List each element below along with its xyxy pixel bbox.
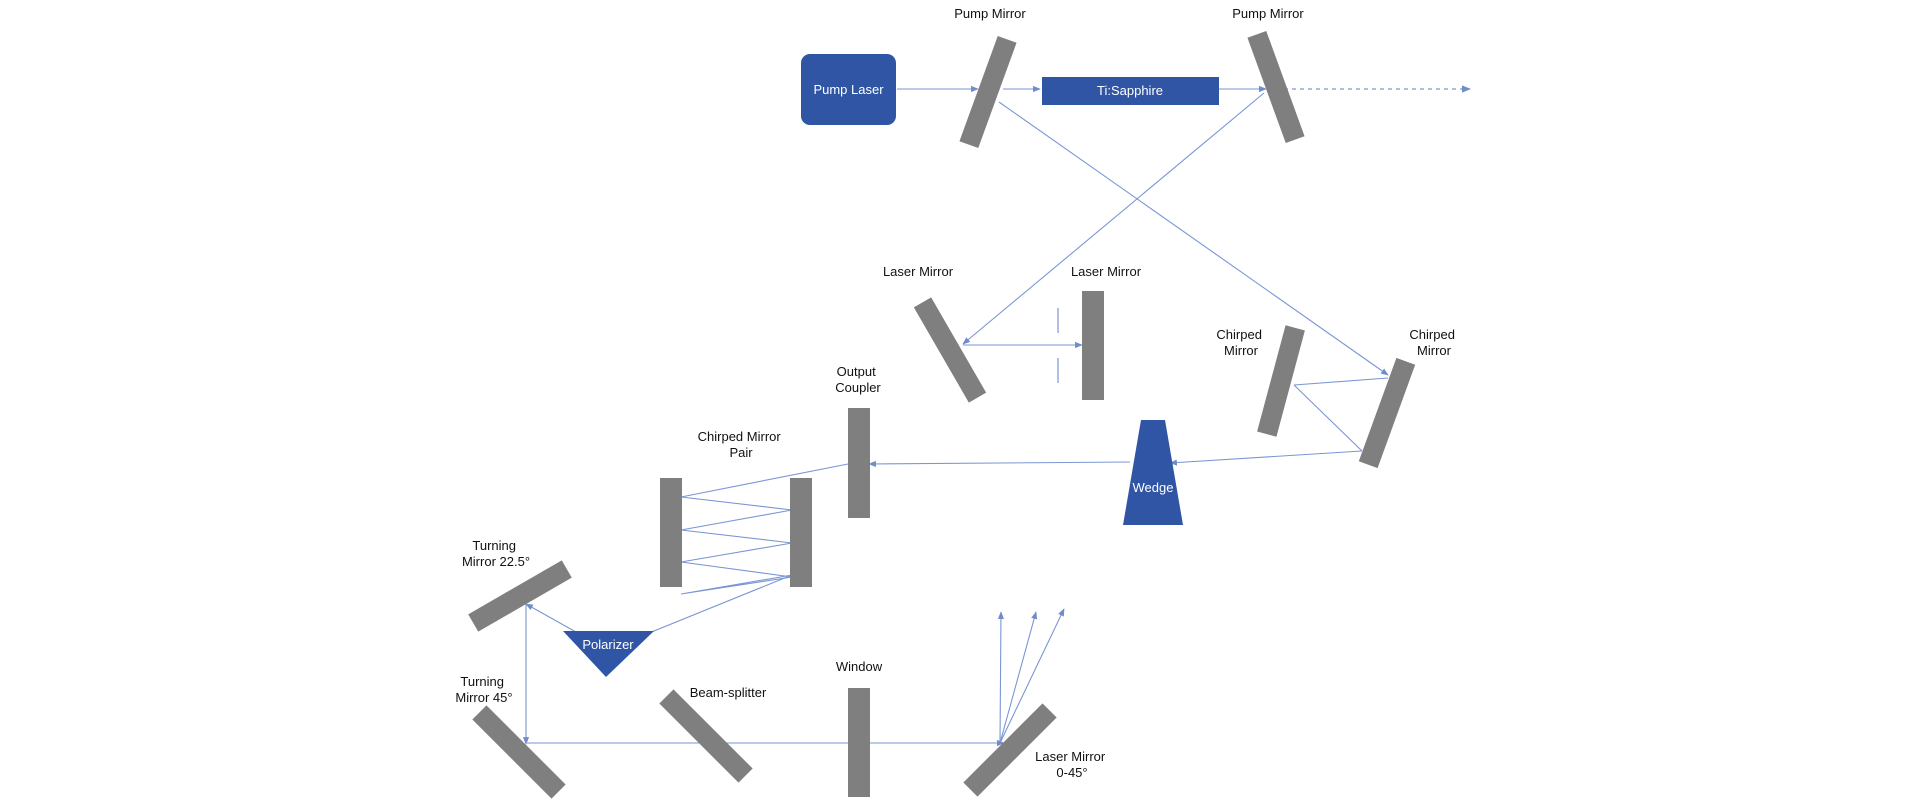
label-pump-mirror-1: Pump Mirror (954, 6, 1026, 21)
laser-mirror-0-45 (963, 703, 1057, 797)
beam-chirped-a (1293, 377, 1389, 386)
beam-splitter-mirror (659, 689, 753, 783)
chirped-mirror-right (1358, 357, 1416, 469)
beam-cross-to-chirped (998, 101, 1389, 376)
beam-paths (522, 85, 1471, 747)
turning-mirror-45 (472, 705, 566, 799)
polarizer-label: Polarizer (582, 637, 634, 652)
pump-laser-label: Pump Laser (813, 82, 884, 97)
beam-fan-2 (999, 611, 1038, 744)
mirrors (468, 30, 1416, 799)
beam-wedge-to-coupler (868, 460, 1131, 468)
label-laser-mirror-1: Laser Mirror (883, 264, 954, 279)
beam-pair-zigzag (680, 496, 793, 595)
components: Pump Laser Ti:Sapphire Wedge Polarizer (563, 54, 1219, 677)
label-turning-mirror-45: Turning Mirror 45° (455, 674, 512, 705)
pump-laser-box (801, 54, 896, 125)
label-window: Window (836, 659, 883, 674)
wedge-label: Wedge (1133, 480, 1174, 495)
beam-cross-to-laser-mirror (962, 92, 1265, 345)
label-laser-mirror-0-45: Laser Mirror 0-45° (1035, 749, 1109, 780)
pump-mirror-1 (959, 35, 1017, 149)
label-pump-mirror-2: Pump Mirror (1232, 6, 1304, 21)
pump-mirror-2 (1247, 30, 1305, 144)
polarizer-prism (563, 631, 654, 677)
labels: Pump Mirror Pump Mirror Laser Mirror Las… (455, 6, 1458, 780)
laser-mirror-1 (913, 297, 987, 403)
label-chirped-mirror-left: Chirped Mirror (1216, 327, 1265, 358)
label-output-coupler: Output Coupler (835, 364, 881, 395)
ti-sapphire-label: Ti:Sapphire (1097, 83, 1163, 98)
label-turning-mirror-22-5: Turning Mirror 22.5° (462, 538, 530, 569)
chirped-pair-right (790, 478, 812, 587)
label-chirped-mirror-right: Chirped Mirror (1409, 327, 1458, 358)
beam-fan-3 (999, 608, 1065, 744)
window-plate (848, 688, 870, 797)
beam-chirped-to-wedge (1169, 450, 1363, 466)
beam-coupler-to-pair (680, 463, 849, 498)
chirped-pair-left (660, 478, 682, 587)
laser-mirror-2-end (1082, 291, 1104, 400)
beam-fan-1 (997, 611, 1005, 744)
output-coupler-mirror (848, 408, 870, 518)
label-beam-splitter: Beam-splitter (690, 685, 767, 700)
ti-sapphire-crystal (1042, 77, 1219, 105)
label-laser-mirror-2: Laser Mirror (1071, 264, 1142, 279)
chirped-mirror-left (1257, 325, 1305, 437)
beam-chirped-b (1293, 384, 1363, 452)
label-chirped-mirror-pair: Chirped Mirror Pair (698, 429, 785, 460)
wedge-prism (1123, 420, 1183, 525)
beam-polarizer-to-turning (525, 603, 577, 633)
turning-mirror-22-5 (468, 560, 572, 632)
